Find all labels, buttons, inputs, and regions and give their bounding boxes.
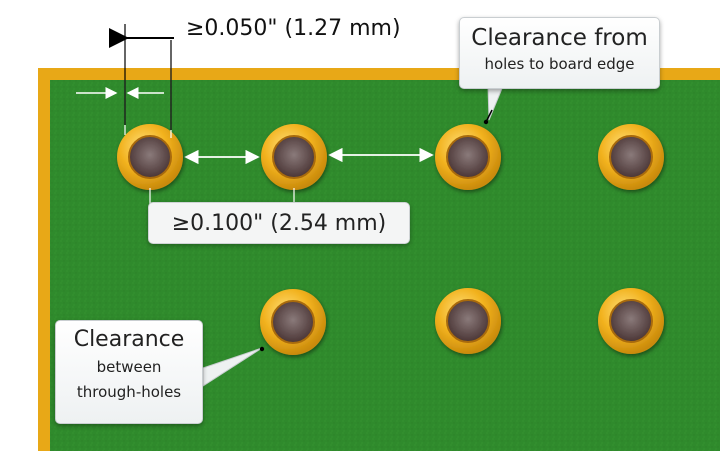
edge-spacing-label: ≥0.050" (1.27 mm) — [186, 16, 401, 41]
through-hole — [435, 124, 501, 190]
through-hole — [260, 289, 326, 355]
through-hole — [261, 124, 327, 190]
callout-board-edge-subtitle: holes to board edge — [484, 55, 635, 73]
callout-board-edge-clearance: Clearance from holes to board edge — [459, 17, 660, 89]
through-hole — [435, 288, 501, 354]
through-hole — [117, 124, 183, 190]
callout-holes-pointer — [202, 347, 263, 387]
callout-edge-leader-dot — [483, 119, 489, 125]
callout-through-hole-clearance: Clearance between through-holes — [55, 320, 203, 424]
callout-edge-leader — [485, 109, 493, 123]
through-hole — [598, 288, 664, 354]
callout-through-holes-line2: between — [96, 358, 162, 376]
hole-spacing-label: ≥0.100" (2.54 mm) — [148, 202, 410, 244]
callout-through-holes-title: Clearance — [73, 327, 185, 352]
callout-through-holes-line3: through-holes — [76, 383, 182, 401]
callout-board-edge-title: Clearance from — [471, 25, 648, 51]
callout-holes-leader-dot — [259, 346, 265, 352]
through-hole — [598, 124, 664, 190]
